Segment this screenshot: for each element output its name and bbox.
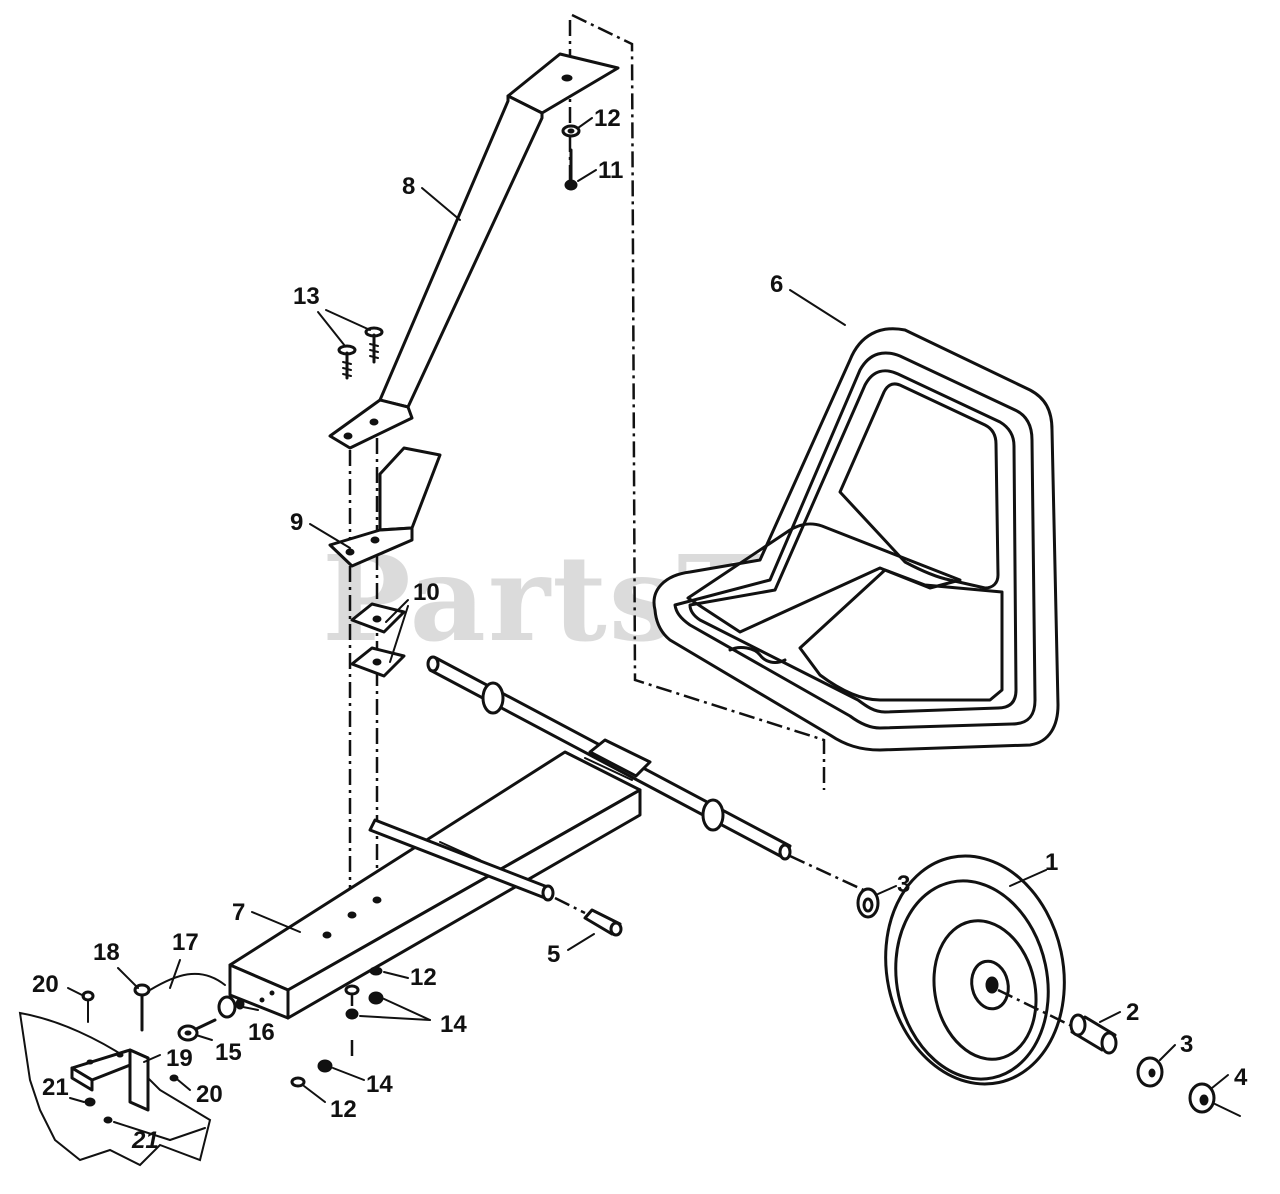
label-20-left: 20 xyxy=(32,971,59,998)
part-3-washer-right xyxy=(1136,1056,1164,1088)
part-11-bolt xyxy=(564,148,578,191)
label-14-bottom: 14 xyxy=(366,1071,393,1098)
label-5: 5 xyxy=(547,941,560,968)
label-13: 13 xyxy=(293,283,320,310)
part-12-14-hardware xyxy=(290,966,384,1088)
label-20-right: 20 xyxy=(196,1081,223,1108)
label-18: 18 xyxy=(93,939,120,966)
seat-centerline xyxy=(568,13,826,790)
label-1: 1 xyxy=(1045,849,1058,876)
part-12-washer-top xyxy=(561,124,581,138)
label-14-mid: 14 xyxy=(440,1011,467,1038)
label-10: 10 xyxy=(413,579,440,606)
part-2-spacer xyxy=(1069,1013,1118,1055)
part-1-wheel xyxy=(884,854,1081,1086)
part-4-nut xyxy=(1188,1082,1241,1117)
label-12-bottom: 12 xyxy=(330,1096,357,1123)
label-17: 17 xyxy=(172,929,199,956)
label-16: 16 xyxy=(248,1019,275,1046)
label-7: 7 xyxy=(232,899,245,926)
part-10-shims xyxy=(350,602,406,678)
part-3-washer-left xyxy=(856,887,880,919)
part-7-frame xyxy=(228,738,652,1020)
leader-lines xyxy=(67,117,1229,1141)
label-9: 9 xyxy=(290,509,303,536)
label-19: 19 xyxy=(166,1045,193,1072)
label-3-left: 3 xyxy=(897,871,910,898)
part-8-seat-support xyxy=(328,52,620,450)
part-5-stub xyxy=(554,896,623,937)
callout-labels: 1 2 3 3 4 5 6 7 8 9 10 11 12 12 12 13 14… xyxy=(32,105,1248,1154)
label-2: 2 xyxy=(1126,999,1139,1026)
label-3-right: 3 xyxy=(1180,1031,1193,1058)
label-4: 4 xyxy=(1234,1064,1248,1091)
label-15: 15 xyxy=(215,1039,242,1066)
part-9-bracket xyxy=(328,446,442,568)
label-6: 6 xyxy=(770,271,783,298)
part-6-seat xyxy=(652,327,1060,752)
label-12-mid: 12 xyxy=(410,964,437,991)
label-12-top: 12 xyxy=(594,105,621,132)
label-21-bottom: 21 xyxy=(131,1127,159,1154)
part-13-bolts xyxy=(337,326,384,380)
label-11: 11 xyxy=(598,157,623,184)
label-8: 8 xyxy=(402,173,415,200)
label-21-left: 21 xyxy=(42,1074,69,1101)
